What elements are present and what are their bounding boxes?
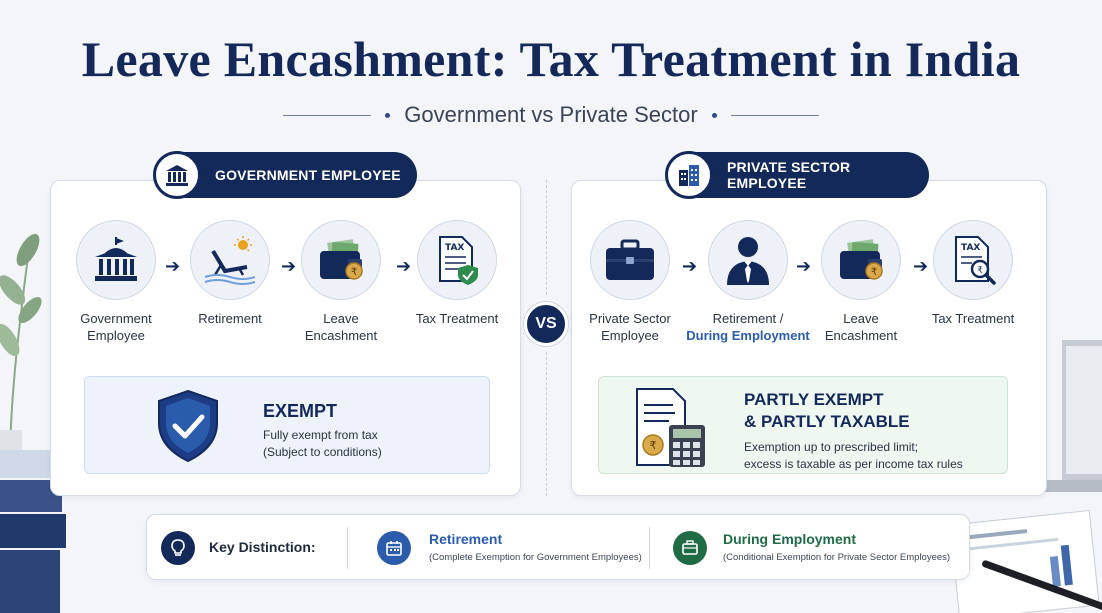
beach-chair-icon: [204, 236, 256, 285]
private-result-line-1: Exemption up to prescribed limit;: [744, 440, 919, 454]
wallet-cash-icon: ₹: [320, 239, 363, 280]
gov-arrow-3: ➔: [396, 256, 412, 276]
person-tie-icon: [727, 237, 769, 285]
key-item-retirement-title: Retirement: [429, 531, 503, 547]
subtitle-row: Government vs Private Sector: [0, 102, 1102, 128]
pvt-step-retirement-label: Retirement / During Employment: [686, 310, 810, 344]
page-subtitle: Government vs Private Sector: [404, 102, 698, 127]
pvt-step-tax-label: Tax Treatment: [918, 310, 1028, 327]
pvt-step-tax-label-1: Tax Treatment: [931, 311, 1015, 326]
private-badge-label: PRIVATE SECTOR EMPLOYEE: [727, 159, 851, 191]
gov-step-employee-label-1: Government: [80, 311, 152, 326]
key-distinction-label: Key Distinction:: [209, 539, 316, 555]
government-badge-label: GOVERNMENT EMPLOYEE: [215, 167, 401, 183]
gov-step-employee-label-2: Employee: [87, 328, 145, 343]
gov-step-tax-label: Tax Treatment: [402, 310, 512, 327]
divider-top: [546, 180, 547, 295]
gov-step-employee: Government Employee: [61, 220, 171, 344]
briefcase-icon: [606, 239, 654, 280]
office-buildings-icon: [665, 151, 713, 199]
government-result-box: EXEMPT Fully exempt from tax (Subject to…: [84, 376, 490, 474]
pvt-step-employee-circle: [590, 220, 670, 300]
pvt-step-encashment-label: Leave Encashment: [806, 310, 916, 344]
briefcase-icon: [673, 531, 707, 565]
calendar-icon: [377, 531, 411, 565]
pvt-step-tax-circle: TAX ₹: [933, 220, 1013, 300]
pvt-step-employee: Private Sector Employee: [575, 220, 685, 344]
key-item-retirement-sub: (Complete Exemption for Government Emplo…: [429, 552, 642, 563]
gov-step-retirement-label: Retirement: [175, 310, 285, 327]
key-item-employment-title: During Employment: [723, 531, 857, 547]
private-result-box: ₹ PARTLY EXEMPT & PARTLY TAXABLE Exempti…: [598, 376, 1008, 474]
government-badge: GOVERNMENT EMPLOYEE: [153, 151, 417, 199]
private-badge: PRIVATE SECTOR EMPLOYEE: [665, 151, 929, 199]
pvt-arrow-1: ➔: [682, 256, 698, 276]
private-result-title: PARTLY EXEMPT & PARTLY TAXABLE: [744, 389, 910, 433]
svg-text:₹: ₹: [650, 439, 657, 452]
pvt-step-retirement-circle: [708, 220, 788, 300]
laptop-decoration: [1042, 340, 1102, 492]
government-result-title: EXEMPT: [263, 401, 338, 421]
pvt-step-employee-label-1: Private Sector: [589, 311, 671, 326]
vs-badge: VS: [524, 302, 568, 346]
subtitle-line-left: [283, 114, 372, 116]
svg-text:TAX: TAX: [445, 243, 464, 253]
gov-step-encashment-label: Leave Encashment: [286, 310, 396, 344]
gov-arrow-1: ➔: [165, 256, 181, 276]
svg-text:₹: ₹: [351, 267, 357, 278]
gov-step-encashment-circle: ₹: [301, 220, 381, 300]
private-result-text: Exemption up to prescribed limit; excess…: [744, 439, 963, 473]
subtitle-line-right: [730, 114, 819, 116]
gov-step-retirement-circle: [190, 220, 270, 300]
pvt-step-encashment-label-1: Leave: [843, 311, 879, 326]
shield-check-icon: [158, 389, 218, 463]
pvt-step-encashment-circle: ₹: [821, 220, 901, 300]
pvt-step-retirement-label-2: During Employment: [686, 328, 810, 343]
gov-step-tax-label-1: Tax Treatment: [415, 311, 499, 326]
government-result-text: Fully exempt from tax (Subject to condit…: [263, 427, 382, 461]
key-distinction-bar: Key Distinction: Retirement (Complete Ex…: [146, 514, 970, 580]
government-building-icon: [95, 237, 137, 281]
gov-step-tax: TAX Tax Treatment: [402, 220, 512, 327]
svg-text:₹: ₹: [977, 266, 983, 276]
tax-document-search-icon: TAX ₹: [955, 236, 996, 285]
document-calculator-icon: ₹: [636, 388, 705, 467]
page-title: Leave Encashment: Tax Treatment in India: [81, 31, 1021, 87]
gov-arrow-2: ➔: [281, 256, 297, 276]
svg-text:TAX: TAX: [961, 243, 980, 253]
private-result-title-2: & PARTLY TAXABLE: [744, 412, 910, 431]
pvt-step-tax: TAX ₹ Tax Treatment: [918, 220, 1028, 327]
pvt-step-encashment-label-2: Encashment: [824, 328, 898, 343]
svg-text:₹: ₹: [871, 267, 877, 278]
gov-step-encashment: ₹ Leave Encashment: [286, 220, 396, 344]
pvt-step-employee-label-2: Employee: [601, 328, 659, 343]
gov-step-employee-label: Government Employee: [61, 310, 171, 344]
gov-step-employee-circle: [76, 220, 156, 300]
private-result-title-1: PARTLY EXEMPT: [744, 390, 884, 409]
government-result-line-1: Fully exempt from tax: [263, 428, 378, 442]
tax-document-check-icon: TAX: [439, 236, 478, 285]
pvt-arrow-2: ➔: [796, 256, 812, 276]
government-result-line-2: (Subject to conditions): [263, 445, 382, 459]
key-separator-2: [649, 527, 650, 569]
pvt-step-retirement-label-1: Retirement /: [712, 311, 784, 326]
gov-step-retirement: Retirement: [175, 220, 285, 327]
pvt-step-employee-label: Private Sector Employee: [575, 310, 685, 344]
gov-step-encashment-label-2: Encashment: [304, 328, 378, 343]
lightbulb-icon: [161, 531, 195, 565]
pvt-step-retirement: Retirement / During Employment: [686, 220, 810, 344]
key-separator-1: [347, 527, 348, 569]
gov-step-encashment-label-1: Leave: [323, 311, 359, 326]
divider-bottom: [546, 352, 547, 496]
gov-step-retirement-label-1: Retirement: [198, 311, 262, 326]
key-item-employment-sub: (Conditional Exemption for Private Secto…: [723, 552, 951, 563]
subtitle-dot-left: [385, 112, 391, 118]
wallet-cash-icon: ₹: [840, 239, 883, 280]
pvt-step-encashment: ₹ Leave Encashment: [806, 220, 916, 344]
gov-step-tax-circle: TAX: [417, 220, 497, 300]
subtitle-dot-right: [711, 112, 717, 118]
government-building-icon: [153, 151, 201, 199]
pvt-arrow-3: ➔: [913, 256, 929, 276]
private-result-line-2: excess is taxable as per income tax rule…: [744, 457, 963, 471]
